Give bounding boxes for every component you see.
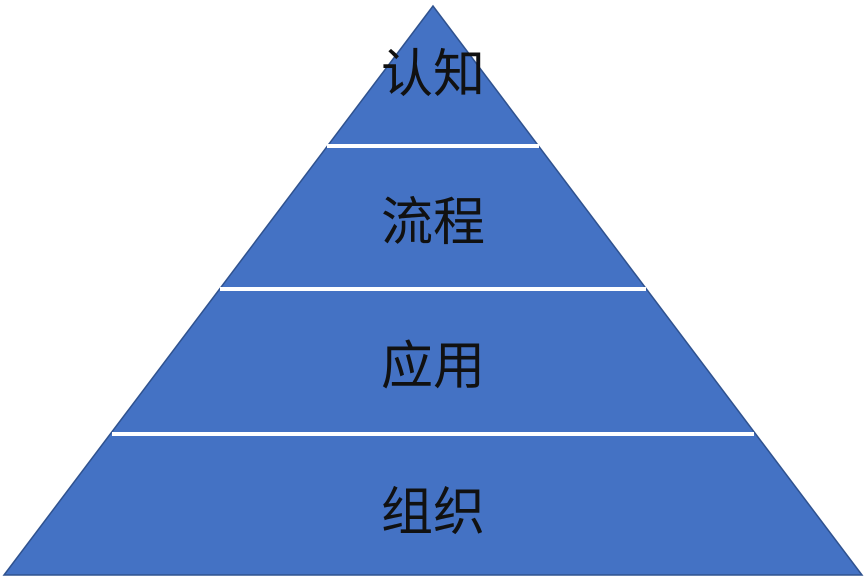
tier-label-application: 应用	[381, 337, 485, 397]
tier-label-cognition: 认知	[381, 45, 485, 105]
tier-label-organization: 组织	[381, 483, 485, 543]
tier-label-process: 流程	[381, 193, 485, 253]
